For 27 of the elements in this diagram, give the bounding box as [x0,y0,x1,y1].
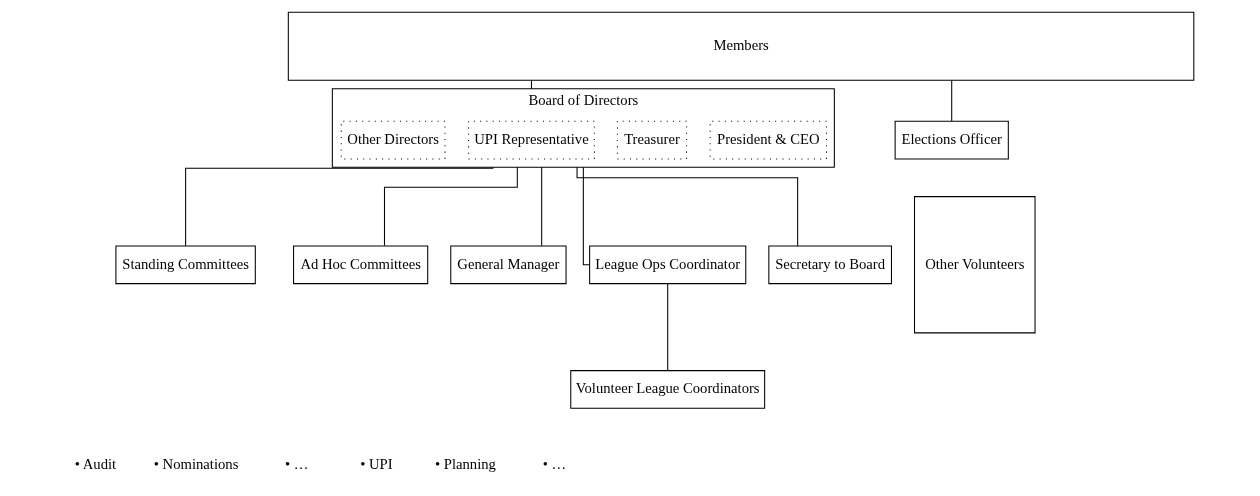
node-box: League Ops Coordinator [588,245,746,285]
connector [950,79,952,122]
node-box: UPI Representative [467,120,595,160]
node-label: • UPI [359,455,393,472]
node-label: • Planning [434,455,496,472]
connector [530,79,532,90]
connector [576,166,798,247]
node-box: Other Directors [340,120,446,160]
node-box: Standing Committees [114,245,256,285]
node-box: General Manager [449,245,567,285]
node-box: Elections Officer [894,120,1009,160]
node-box: Volunteer League Coordinators [569,370,765,409]
connector [383,166,518,247]
node-label: • Audit [74,455,116,472]
node-label: • Nominations [153,455,238,472]
node-box: Other Volunteers [913,196,1036,334]
connector [540,166,542,247]
node-label: • … [542,455,566,472]
node-box: Ad Hoc Committees [292,245,428,285]
node-box: Treasurer [616,120,687,160]
connector [184,166,493,247]
node-box: President & CEO [709,120,827,160]
connector [666,283,668,371]
node-box: Members [287,11,1194,81]
node-box: Secretary to Board [767,245,892,285]
connector [582,166,590,266]
node-label: • … [284,455,308,472]
